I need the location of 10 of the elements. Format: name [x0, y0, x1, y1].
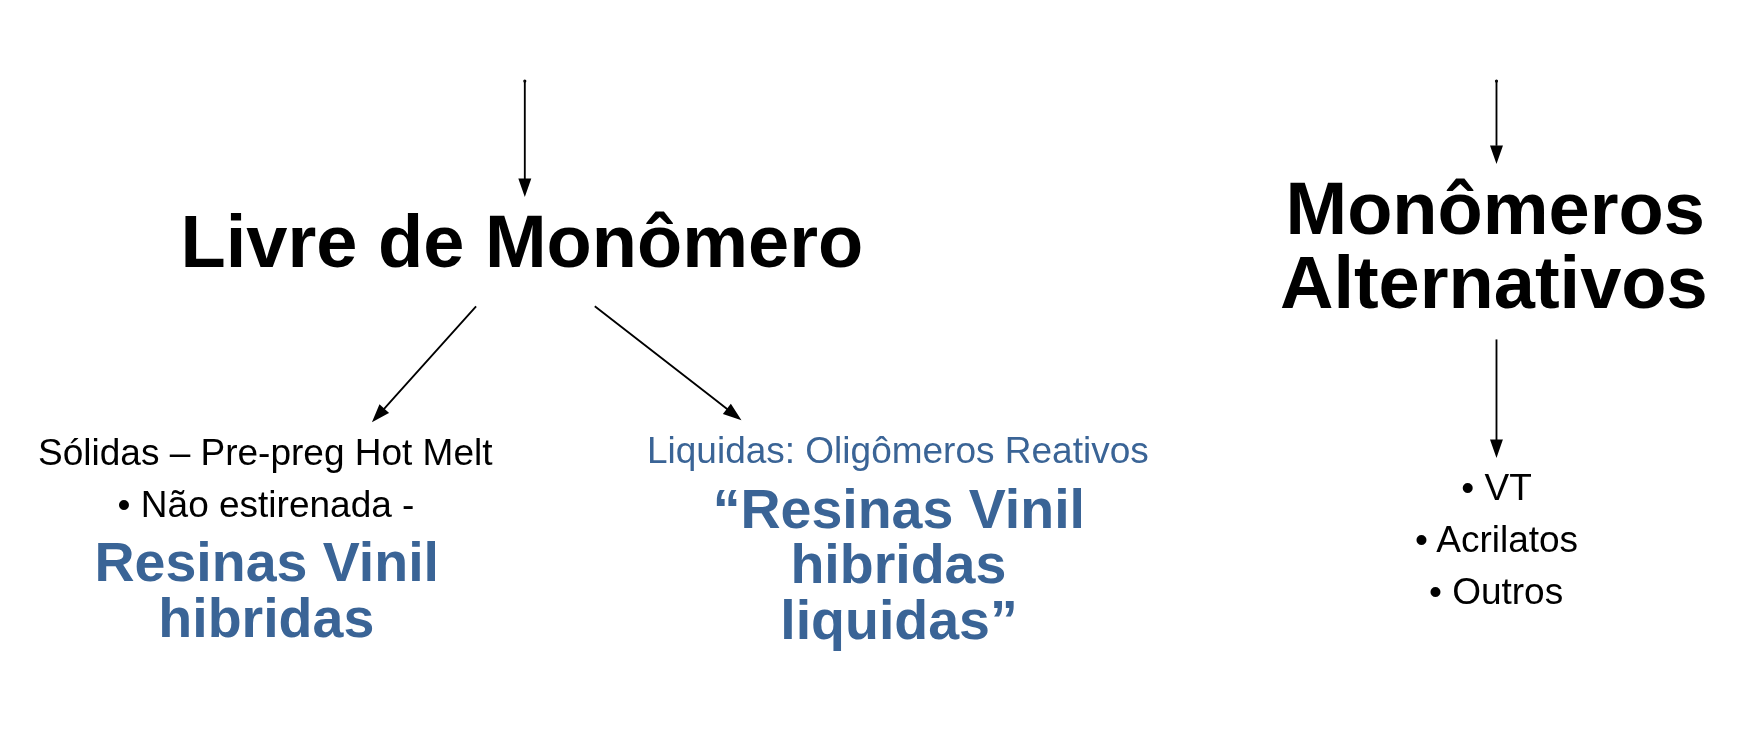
node-text: Livre de Monômero — [180, 199, 864, 283]
arrow — [1490, 338, 1503, 458]
arrow — [371, 305, 477, 423]
arrow — [1490, 80, 1503, 164]
node-text: Sólidas – Pre-preg Hot Melt • Não estirenada - Resinas Vinil hibridas — [38, 430, 493, 649]
node-text: Liquidas: Oligômeros Reativos “Resinas Vinil hibridas liquidas” — [646, 429, 1149, 651]
arrow — [518, 80, 532, 198]
node-text: Monômeros Alternativos — [1279, 166, 1708, 324]
arrow — [593, 305, 742, 421]
node-text: • VT • Acrilatos • Outros — [1415, 466, 1579, 612]
